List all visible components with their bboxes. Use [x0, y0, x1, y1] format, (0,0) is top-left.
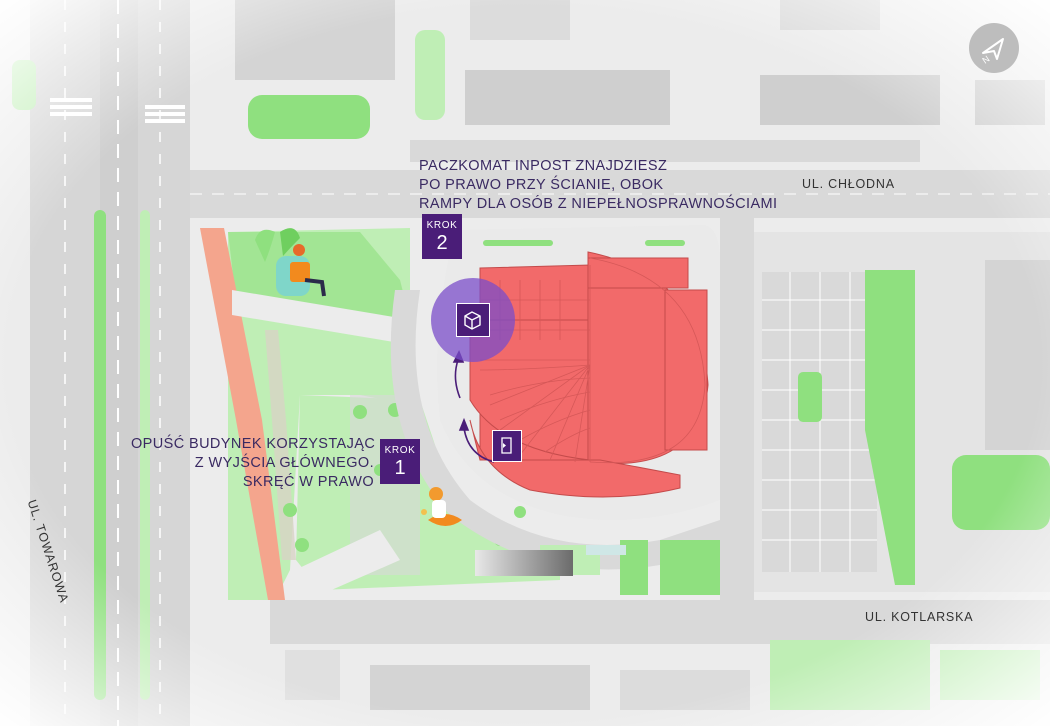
step2-badge-word: KROK — [426, 220, 458, 231]
street-label-chlodna: UL. CHŁODNA — [802, 177, 895, 191]
step1-badge-word: KROK — [384, 445, 416, 456]
step2-line-1: PACZKOMAT INPOST ZNAJDZIESZ — [419, 158, 668, 174]
step2-badge: KROK 2 — [422, 214, 462, 259]
street-label-kotlarska: UL. KOTLARSKA — [865, 610, 974, 624]
step2-badge-number: 2 — [436, 232, 448, 254]
step1-badge: KROK 1 — [380, 439, 420, 484]
parcel-box-icon[interactable] — [456, 303, 490, 337]
step1-line-3: SKRĘĆ W PRAWO — [242, 474, 374, 490]
compass-north-arrow-icon: N — [969, 23, 1019, 73]
svg-text:N: N — [980, 54, 991, 66]
step1-line-2: Z WYJŚCIA GŁÓWNEGO. — [194, 455, 374, 471]
step2-line-3: RAMPY DLA OSÓB Z NIEPEŁNOSPRAWNOŚCIAMI — [419, 196, 778, 212]
step1-badge-number: 1 — [394, 457, 406, 479]
step1-instruction: OPUŚĆ BUDYNEK KORZYSTAJĄC Z WYJŚCIA GŁÓW… — [131, 435, 376, 492]
door-exit-icon[interactable] — [492, 430, 522, 462]
step2-instruction: PACZKOMAT INPOST ZNAJDZIESZ PO PRAWO PRZ… — [419, 157, 777, 214]
step2-line-2: PO PRAWO PRZY ŚCIANIE, OBOK — [419, 177, 664, 193]
step1-line-1: OPUŚĆ BUDYNEK KORZYSTAJĄC — [131, 436, 376, 452]
